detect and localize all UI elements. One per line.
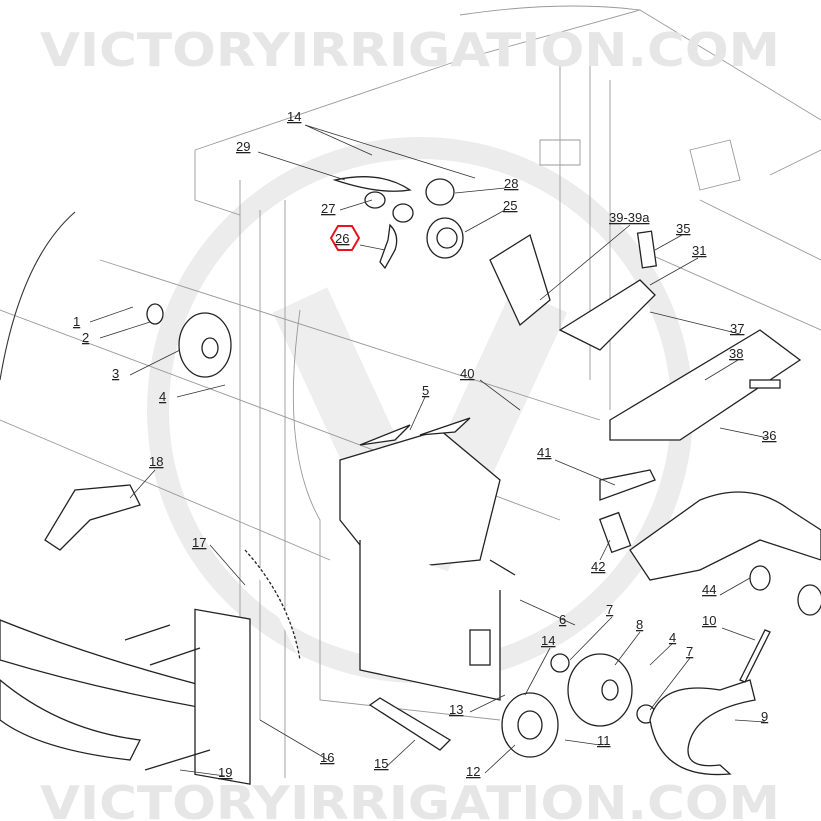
callout-label[interactable]: 40 (460, 366, 474, 381)
callout-label[interactable]: 38 (729, 346, 743, 361)
callout-label[interactable]: 11 (597, 733, 611, 748)
callout-label[interactable]: 18 (149, 454, 163, 469)
parts (0, 176, 821, 785)
callout-label[interactable]: 1 (73, 314, 80, 329)
callout-label[interactable]: 28 (504, 176, 518, 191)
callout-label-highlighted[interactable]: 26 (335, 231, 349, 246)
callout-label[interactable]: 6 (559, 612, 566, 627)
callout-label[interactable]: 29 (236, 139, 250, 154)
callout-label[interactable]: 14 (541, 633, 555, 648)
callout-label[interactable]: 7 (606, 602, 613, 617)
callout-label[interactable]: 5 (422, 383, 429, 398)
watermark-text-top: VICTORYIRRIGATION.COM (40, 23, 780, 77)
callout-label[interactable]: 27 (321, 201, 335, 216)
callouts: 14 29 28 27 25 26 39-39a 35 31 37 38 36 … (73, 109, 776, 780)
callout-label[interactable]: 15 (374, 756, 388, 771)
callout-label[interactable]: 44 (702, 582, 716, 597)
callout-label[interactable]: 12 (466, 764, 480, 779)
watermark-text-bottom: VICTORYIRRIGATION.COM (40, 776, 780, 821)
callout-label[interactable]: 37 (730, 321, 744, 336)
callout-label[interactable]: 17 (192, 535, 206, 550)
leader-lines (89, 124, 769, 777)
highlighted-part-marker (329, 225, 361, 251)
callout-label[interactable]: 9 (761, 709, 768, 724)
callout-label[interactable]: 16 (320, 750, 334, 765)
callout-label[interactable]: 8 (636, 617, 643, 632)
callout-label[interactable]: 42 (591, 559, 605, 574)
watermark-text: VICTORYIRRIGATION.COM VICTORYIRRIGATION.… (40, 23, 780, 821)
callout-label[interactable]: 31 (692, 243, 706, 258)
callout-label[interactable]: 25 (503, 198, 517, 213)
callout-label[interactable]: 7 (686, 644, 693, 659)
callout-label[interactable]: 35 (676, 221, 690, 236)
callout-label[interactable]: 14 (287, 109, 301, 124)
callout-label[interactable]: 19 (218, 765, 232, 780)
callout-label[interactable]: 3 (112, 366, 119, 381)
callout-label[interactable]: 10 (702, 613, 716, 628)
callout-label[interactable]: 4 (159, 389, 166, 404)
callout-label[interactable]: 41 (537, 445, 551, 460)
callout-label[interactable]: 13 (449, 702, 463, 717)
callout-label[interactable]: 36 (762, 428, 776, 443)
callout-label[interactable]: 4 (669, 630, 676, 645)
callout-label[interactable]: 39-39a (609, 210, 650, 225)
callout-label[interactable]: 2 (82, 330, 89, 345)
